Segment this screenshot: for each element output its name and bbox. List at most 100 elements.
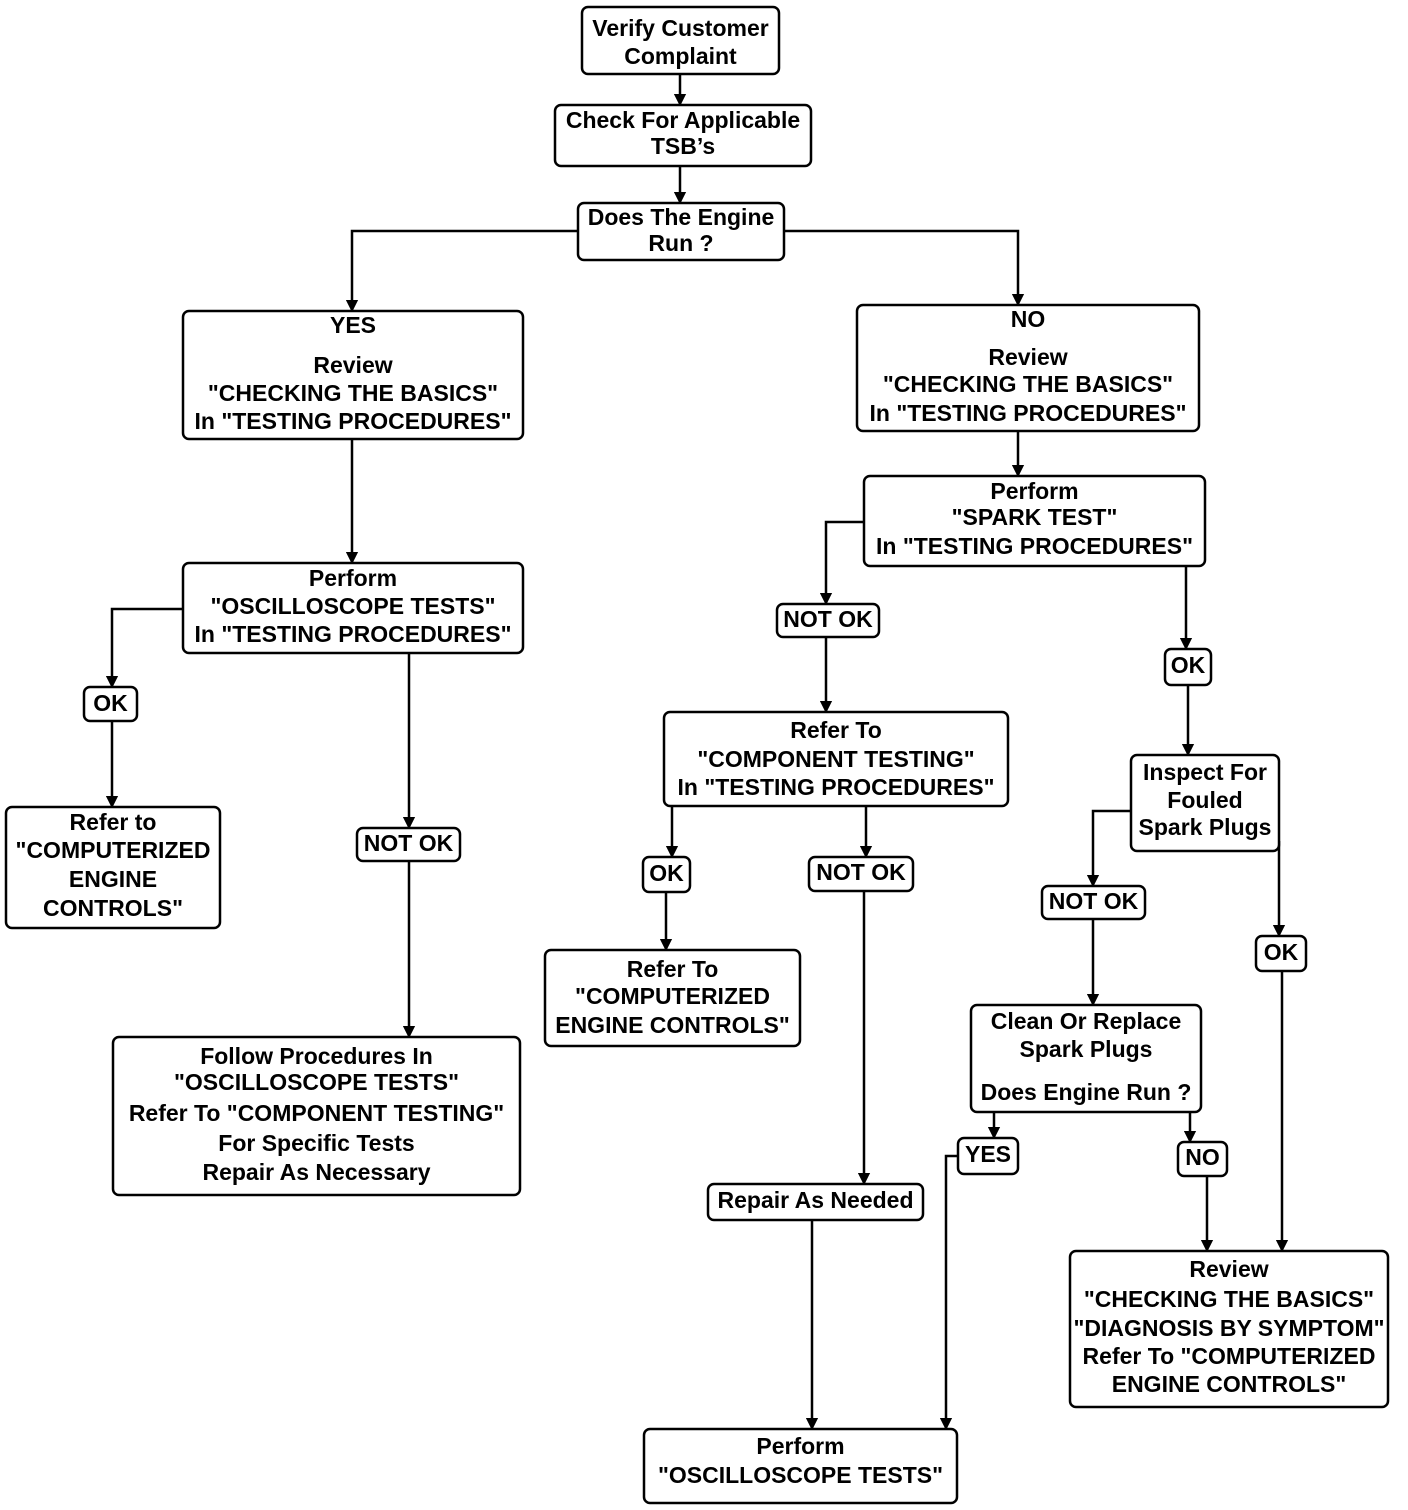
node-text-line: TSB’s bbox=[651, 133, 715, 159]
node-box bbox=[862, 474, 1207, 568]
node-text-line: Repair As Necessary bbox=[202, 1159, 430, 1185]
node-box bbox=[662, 710, 1010, 808]
node-text-line: NO bbox=[1185, 1144, 1220, 1170]
node-text-line: Review bbox=[313, 352, 392, 378]
node-text-line: Spark Plugs bbox=[1139, 814, 1272, 840]
node-text-line: Spark Plugs bbox=[1020, 1036, 1153, 1062]
node-text-line: NOT OK bbox=[364, 830, 454, 856]
arrow-oscilloscope-to-ok bbox=[105, 607, 183, 689]
node-box bbox=[969, 1003, 1203, 1114]
node-run-no: NO bbox=[1176, 1140, 1229, 1178]
node-text-line: "SPARK TEST" bbox=[952, 504, 1118, 530]
node-component-ok: OK bbox=[641, 855, 692, 894]
node-text-line: "COMPUTERIZED bbox=[575, 983, 770, 1009]
node-box bbox=[1129, 753, 1281, 853]
node-text-line: CONTROLS" bbox=[43, 895, 183, 921]
arrow-yes-to-final-perform bbox=[939, 1154, 958, 1431]
node-box bbox=[580, 5, 781, 76]
arrow-inspect-to-not-ok bbox=[1086, 809, 1131, 888]
node-text-line: Clean Or Replace bbox=[991, 1008, 1181, 1034]
node-perform-spark: Perform"SPARK TEST"In "TESTING PROCEDURE… bbox=[862, 474, 1207, 568]
node-text-line: "CHECKING THE BASICS" bbox=[208, 380, 498, 406]
node-box bbox=[181, 309, 525, 441]
node-box bbox=[642, 1427, 959, 1505]
node-box bbox=[1254, 934, 1308, 973]
node-refer-component: Refer To "COMPONENT TESTING"In "TESTING P… bbox=[662, 710, 1010, 808]
node-left-not-ok: NOT OK bbox=[355, 826, 462, 863]
node-text-line: YES bbox=[330, 312, 376, 338]
node-box bbox=[553, 103, 813, 168]
arrow-spark-to-not-ok bbox=[819, 520, 864, 606]
node-box bbox=[576, 201, 786, 262]
node-box bbox=[4, 805, 222, 930]
arrow-question-to-yes bbox=[345, 229, 578, 313]
node-text-line: "OSCILLOSCOPE TESTS" bbox=[658, 1462, 943, 1488]
node-text-line: In "TESTING PROCEDURES" bbox=[869, 400, 1186, 426]
node-text-line: Follow Procedures In bbox=[200, 1043, 433, 1069]
node-repair-as-needed: Repair As Needed bbox=[706, 1182, 925, 1222]
node-text-line: Review bbox=[988, 344, 1067, 370]
node-run-yes: YES bbox=[956, 1136, 1020, 1176]
node-text-line: Perform bbox=[309, 565, 397, 591]
node-box bbox=[543, 948, 802, 1048]
node-text-line: Refer To bbox=[790, 717, 882, 743]
node-text-line: Refer To bbox=[627, 956, 719, 982]
node-text-line: Refer to bbox=[70, 809, 157, 835]
node-text-line: NOT OK bbox=[783, 606, 873, 632]
node-text-line: OK bbox=[1264, 939, 1299, 965]
node-perform-oscilloscope: Perform"OSCILLOSCOPE TESTS"In "TESTING P… bbox=[181, 561, 525, 655]
node-text-line: Check For Applicable bbox=[566, 107, 800, 133]
node-text-line: Fouled bbox=[1167, 787, 1242, 813]
node-text-line: "DIAGNOSIS BY SYMPTOM" bbox=[1073, 1315, 1384, 1341]
connectors bbox=[105, 74, 1289, 1431]
node-text-line: "OSCILLOSCOPE TESTS" bbox=[174, 1069, 459, 1095]
node-box bbox=[706, 1182, 925, 1222]
node-box bbox=[111, 1035, 522, 1197]
node-text-line: NO bbox=[1011, 306, 1046, 332]
node-text-line: In "TESTING PROCEDURES" bbox=[677, 774, 994, 800]
node-text-line: In "TESTING PROCEDURES" bbox=[194, 621, 511, 647]
node-text-line: Run ? bbox=[648, 230, 713, 256]
node-spark-not-ok: NOT OK bbox=[775, 602, 881, 639]
node-final-review: Review "CHECKING THE BASICS" "DIAGNOSIS BY… bbox=[1068, 1249, 1390, 1409]
node-text-line: Repair As Needed bbox=[718, 1187, 914, 1213]
node-text-line: Complaint bbox=[624, 43, 737, 69]
node-text-line: "CHECKING THE BASICS" bbox=[1084, 1286, 1374, 1312]
node-plugs-ok: OK bbox=[1254, 934, 1308, 973]
node-box bbox=[1163, 647, 1213, 687]
node-text-line: ENGINE CONTROLS" bbox=[555, 1012, 790, 1038]
node-text-line: "COMPUTERIZED bbox=[16, 837, 211, 863]
node-component-not-ok: NOT OK bbox=[807, 855, 915, 893]
node-text-line: Review bbox=[1189, 1256, 1268, 1282]
node-box bbox=[956, 1136, 1020, 1176]
node-text-line: "CHECKING THE BASICS" bbox=[883, 371, 1173, 397]
node-box bbox=[181, 561, 525, 655]
arrow-question-to-no bbox=[784, 229, 1025, 307]
node-box bbox=[1040, 884, 1147, 921]
node-left-refer-computerized: Refer to"COMPUTERIZED ENGINE CONTROLS" bbox=[4, 805, 222, 930]
node-text-line: YES bbox=[965, 1141, 1011, 1167]
node-spark-ok: OK bbox=[1163, 647, 1213, 687]
node-text-line: NOT OK bbox=[1049, 888, 1139, 914]
node-text-line: OK bbox=[93, 690, 128, 716]
node-text-line: In "TESTING PROCEDURES" bbox=[876, 533, 1193, 559]
node-text-line: In "TESTING PROCEDURES" bbox=[194, 408, 511, 434]
node-box bbox=[355, 826, 462, 863]
node-yes-review: YES Review"CHECKING THE BASICS"In "TESTIN… bbox=[181, 309, 525, 441]
node-box bbox=[641, 855, 692, 894]
node-text-line: Refer To "COMPONENT TESTING" bbox=[129, 1100, 504, 1126]
node-box bbox=[1068, 1249, 1390, 1409]
node-text-line: Refer To "COMPUTERIZED bbox=[1083, 1343, 1376, 1369]
node-text-line: ENGINE CONTROLS" bbox=[1112, 1371, 1347, 1397]
node-text-line: ENGINE bbox=[69, 866, 157, 892]
node-text-line: NOT OK bbox=[816, 859, 906, 885]
node-text-line: "OSCILLOSCOPE TESTS" bbox=[210, 593, 495, 619]
node-text-line: "COMPONENT TESTING" bbox=[697, 746, 974, 772]
node-box bbox=[82, 685, 139, 723]
node-perform-oscilloscope-final: Perform"OSCILLOSCOPE TESTS" bbox=[642, 1427, 959, 1505]
